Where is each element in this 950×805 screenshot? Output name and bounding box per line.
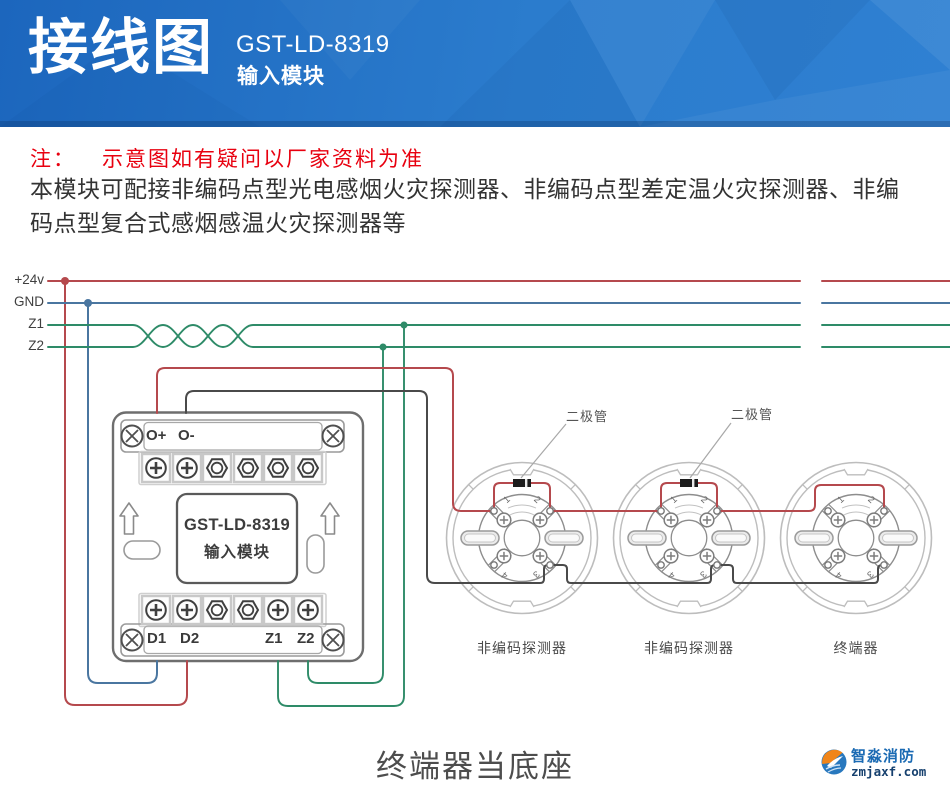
wire-z1-to-module (277, 324, 405, 707)
detector-terminal-dot (546, 561, 554, 569)
detector-bases: 1 2 3 4 1 2 3 4 1 2 3 4 (445, 461, 933, 615)
bus-label-z2: Z2 (28, 338, 44, 353)
module-nameplate: GST-LD-8319 输入模块 (177, 494, 297, 583)
terminal-label-oplus: O+ (146, 427, 167, 444)
bus-label-24v: +24v (14, 272, 44, 287)
detector-terminal-number: 3 (530, 568, 541, 580)
brand-site: zmjaxf.com (851, 764, 927, 780)
wire-z2-to-module (307, 346, 384, 684)
detector-terminal-dot (713, 507, 721, 515)
bus-z2-line (47, 324, 950, 348)
detector-terminal-dot (713, 561, 721, 569)
detector-terminal-number: 1 (835, 494, 846, 506)
diagram-caption: 终端器当底座 (376, 749, 574, 784)
diode-label: 二极管 (566, 409, 609, 424)
terminal-label-ominus: O- (178, 427, 195, 444)
detector-terminal-dot (880, 561, 888, 569)
mount-slot-left (123, 540, 161, 560)
diode-icon (513, 479, 531, 487)
arrow-up-left-icon (119, 502, 139, 535)
detector-terminal-number: 4 (499, 569, 510, 581)
diode-symbols (513, 422, 732, 487)
detector-terminal-dot (824, 507, 832, 515)
detector-terminal-number: 1 (668, 494, 679, 506)
product-type: 输入模块 (237, 65, 325, 88)
bus-label-z1: Z1 (28, 316, 44, 331)
detector-label: 非编码探测器 (477, 640, 567, 656)
diode-leader-line (520, 423, 567, 479)
detector-terminal-dot (657, 561, 665, 569)
terminal-label-z2: Z2 (297, 630, 315, 647)
terminal-label-d2: D2 (180, 630, 200, 647)
note-prefix: 注： (30, 148, 76, 171)
product-model: GST-LD-8319 (236, 31, 390, 58)
detector-terminal-number: 3 (864, 568, 875, 580)
detector-terminal-number: 3 (697, 568, 708, 580)
module-label-box (175, 492, 299, 585)
brand-logo-icon (821, 749, 847, 775)
detector-label: 终端器 (833, 640, 879, 656)
junction-dots (61, 277, 888, 569)
note-text: 示意图如有疑问以厂家资料为准 (102, 148, 424, 171)
input-module (111, 411, 365, 663)
detector-terminal-dot (546, 507, 554, 515)
detector-terminal-number: 4 (666, 569, 677, 581)
wire-24v-to-d2 (64, 280, 188, 706)
diode-leader-line (689, 422, 732, 479)
terminal-label-z1: Z1 (265, 630, 283, 647)
detector-label: 非编码探测器 (644, 640, 734, 656)
header-lowpoly-decoration (440, 0, 950, 127)
brand-logo: 智淼消防 zmjaxf.com (820, 748, 926, 780)
module-model-text: GST-LD-8319 (184, 515, 290, 534)
detector-terminal-dot (880, 507, 888, 515)
diode-icon (680, 479, 698, 487)
bus-label-gnd: GND (14, 294, 44, 309)
header-bottom-strip (0, 121, 950, 127)
wires (47, 280, 950, 707)
disclaimer-note: 注： 示意图如有疑问以厂家资料为准 (30, 143, 424, 173)
module-terminals (120, 424, 345, 652)
detector-terminal-number: 4 (833, 569, 844, 581)
detector-terminal-number: 2 (865, 494, 876, 506)
detector-terminal-dot (824, 561, 832, 569)
wire-gnd-to-d1 (87, 302, 158, 684)
bus-z1-line (47, 324, 950, 348)
wire-ominus-return (185, 390, 885, 584)
detector-terminal-number: 1 (501, 494, 512, 506)
detector-terminal-dot (657, 507, 665, 515)
mount-slot-right (306, 534, 325, 574)
page-header: 接线图 GST-LD-8319 输入模块 (0, 0, 950, 127)
terminal-label-d1: D1 (147, 630, 167, 647)
module-description: 本模块可配接非编码点型光电感烟火灾探测器、非编码点型差定温火灾探测器、非编码点型… (30, 176, 900, 236)
page-title: 接线图 (28, 14, 214, 81)
detector-terminal-dot (490, 507, 498, 515)
brand-name: 智淼消防 (851, 748, 916, 765)
module-type-text: 输入模块 (203, 543, 270, 561)
detector-terminal-number: 2 (531, 494, 542, 506)
detector-base: 1 2 3 4 (612, 461, 766, 615)
detector-terminal-dot (490, 561, 498, 569)
diode-label: 二极管 (731, 407, 774, 422)
detector-base: 1 2 3 4 (445, 461, 599, 615)
detector-terminal-number: 2 (698, 494, 709, 506)
arrow-up-right-icon (320, 502, 340, 535)
